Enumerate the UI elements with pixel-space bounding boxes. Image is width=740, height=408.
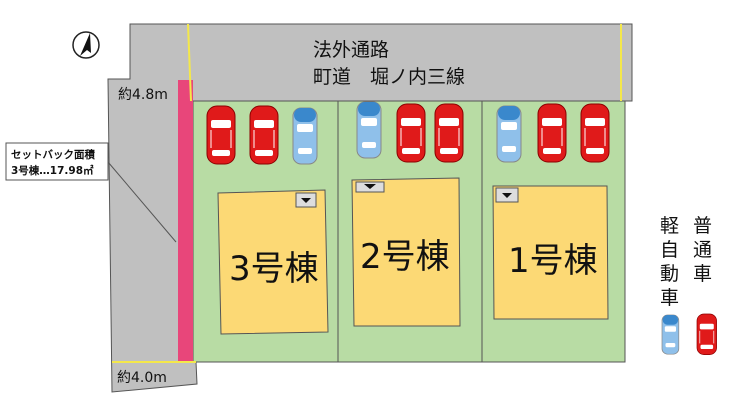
regular-car-icon <box>396 103 426 163</box>
dimension-top: 約4.8m <box>118 87 168 103</box>
callout-line1: セットバック面積 <box>11 148 95 161</box>
house-label: 1号棟 <box>508 241 598 281</box>
legend-kei-char: 車 <box>660 287 679 309</box>
legend-futsu-char: 通 <box>693 239 712 261</box>
dimension-bottom: 約4.0m <box>117 370 167 386</box>
house-label: 2号棟 <box>360 237 450 277</box>
road-label-line2: 町道 堀ノ内三線 <box>313 66 465 88</box>
kei-car-icon <box>661 314 680 355</box>
callout-line2: 3号棟…17.98㎡ <box>11 164 94 177</box>
legend-kei-char: 動 <box>660 263 679 285</box>
callout-box <box>5 142 109 181</box>
regular-car-icon <box>537 103 567 163</box>
legend-kei-char: 軽 <box>660 215 679 237</box>
house-3[interactable]: 3号棟 <box>217 189 329 335</box>
regular-car-icon <box>249 105 279 165</box>
house-1[interactable]: 1号棟 <box>492 185 609 320</box>
legend: 軽 自 動 車 普 通 車 <box>660 215 717 355</box>
kei-car-icon <box>496 105 522 163</box>
regular-car-icon <box>580 103 610 163</box>
kei-car-icon <box>356 101 382 159</box>
setback-strip <box>178 80 193 362</box>
kei-car-icon <box>292 107 318 165</box>
regular-car-icon <box>434 103 464 163</box>
house-label: 3号棟 <box>229 249 319 289</box>
house-2[interactable]: 2号棟 <box>351 177 461 327</box>
boundary-line <box>187 23 192 102</box>
regular-car-icon <box>206 105 236 165</box>
road-label-line1: 法外通路 <box>313 39 389 61</box>
north-arrow-icon <box>72 31 100 59</box>
callout-leader <box>107 161 177 243</box>
legend-futsu-char: 車 <box>693 263 712 285</box>
regular-car-icon <box>696 313 717 355</box>
legend-futsu-char: 普 <box>693 215 712 237</box>
legend-kei-char: 自 <box>660 239 679 261</box>
